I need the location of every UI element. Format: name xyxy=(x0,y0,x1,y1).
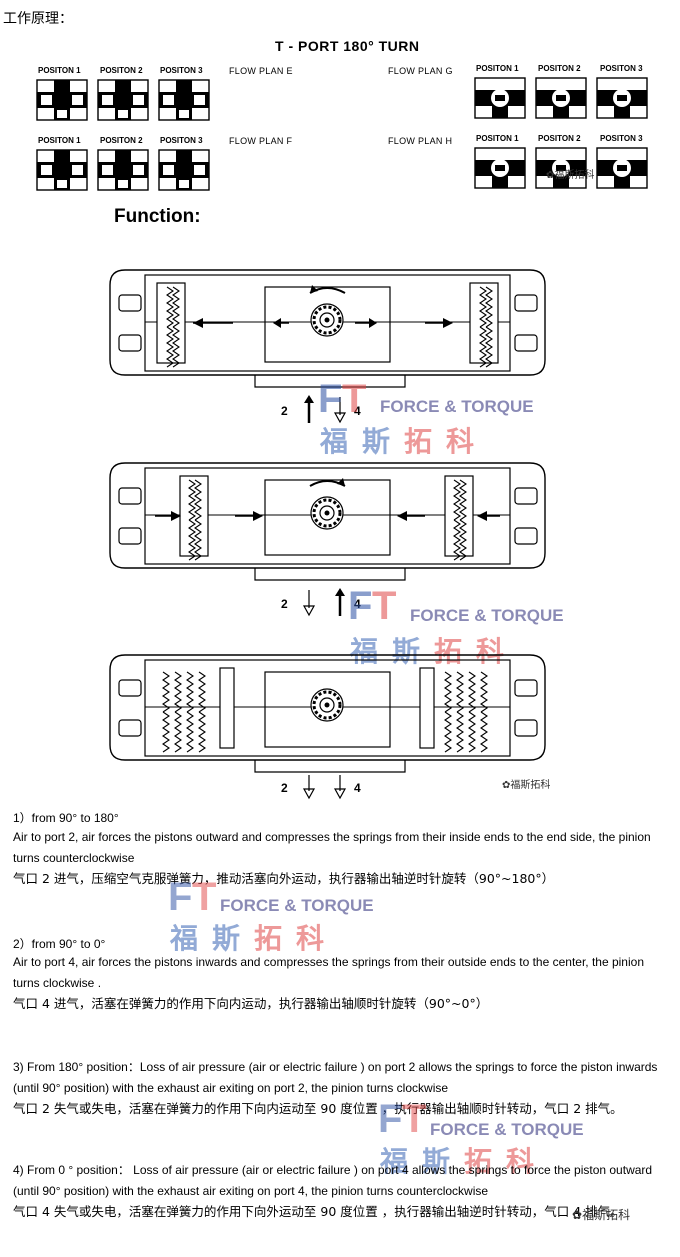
paragraph-english: 3) From 180° position：Loss of air pressu… xyxy=(13,1060,658,1095)
position-label: POSITON 2 xyxy=(100,66,143,75)
port-label-4: 4 xyxy=(354,781,361,795)
valve-symbol xyxy=(596,77,648,119)
wechat-watermark: ✿福斯拓科 xyxy=(572,1208,631,1222)
position-label: POSITON 2 xyxy=(100,136,143,145)
wechat-icon: ✿ xyxy=(572,1208,583,1222)
flow-plan-label: FLOW PLAN H xyxy=(388,136,453,146)
port-arrows xyxy=(302,775,347,800)
watermark-cn: 福斯拓科 xyxy=(350,635,519,668)
svg-text:F: F xyxy=(378,1098,402,1138)
wechat-watermark: ✿福斯拓科 xyxy=(502,780,551,791)
valve-symbol xyxy=(97,79,149,121)
svg-text:F: F xyxy=(318,378,342,418)
valve-symbol xyxy=(474,147,526,189)
valve-symbol xyxy=(535,77,587,119)
position-label: POSITON 2 xyxy=(538,134,581,143)
flow-plan-label: FLOW PLAN F xyxy=(229,136,293,146)
port-arrows xyxy=(302,588,345,617)
svg-text:F: F xyxy=(348,585,372,625)
watermark-cn: 福斯拓科 xyxy=(320,425,489,458)
position-label: POSITON 3 xyxy=(160,136,203,145)
flow-plan-label: FLOW PLAN E xyxy=(229,66,293,76)
port-arrows xyxy=(304,395,347,424)
wechat-icon: ✿ xyxy=(546,170,555,181)
paragraph-heading: 2）from 90° to 0° xyxy=(13,937,106,951)
flow-plan-label: FLOW PLAN G xyxy=(388,66,453,76)
valve-symbol xyxy=(36,149,88,191)
valve-symbol xyxy=(474,77,526,119)
section-heading: 工作原理： xyxy=(3,11,73,27)
position-label: POSITON 3 xyxy=(600,64,643,73)
function-heading: Function: xyxy=(114,206,201,227)
position-label: POSITON 1 xyxy=(476,134,519,143)
paragraph-english: Air to port 2, air forces the pistons ou… xyxy=(13,830,651,865)
position-label: POSITON 1 xyxy=(38,66,81,75)
port-label-2: 2 xyxy=(281,781,288,795)
valve-symbol xyxy=(97,149,149,191)
watermark-text: FORCE & TORQUE xyxy=(430,1120,584,1139)
position-label: POSITON 2 xyxy=(538,64,581,73)
watermark-cn: 福斯拓科 xyxy=(170,922,339,955)
svg-text:T: T xyxy=(372,585,396,625)
actuator-diagram-2 xyxy=(109,462,546,581)
port-label-2: 2 xyxy=(281,597,288,611)
paragraph-chinese: 气口 2 进气，压缩空气克服弹簧力，推动活塞向外运动，执行器输出轴逆时针旋转（9… xyxy=(13,871,555,886)
valve-symbol xyxy=(596,147,648,189)
svg-text:T: T xyxy=(192,876,216,916)
paragraph-english: Air to port 4, air forces the pistons in… xyxy=(13,955,644,990)
svg-text:F: F xyxy=(168,876,192,916)
actuator-diagram-1 xyxy=(109,269,546,388)
svg-text:T: T xyxy=(342,378,366,418)
paragraph-english: 4) From 0 ° position： Loss of air pressu… xyxy=(13,1163,653,1198)
position-label: POSITON 1 xyxy=(476,64,519,73)
port-label-2: 2 xyxy=(281,404,288,418)
wechat-watermark: ✿福斯拓科 xyxy=(546,170,595,181)
valve-symbol xyxy=(158,79,210,121)
paragraph-heading: 1）from 90° to 180° xyxy=(13,811,119,825)
actuator-diagram-3 xyxy=(109,654,546,773)
position-label: POSITON 3 xyxy=(160,66,203,75)
watermark-text: FORCE & TORQUE xyxy=(410,606,564,625)
port-label-4: 4 xyxy=(354,597,361,611)
watermark-text: FORCE & TORQUE xyxy=(380,397,534,416)
paragraph-chinese: 气口 4 进气，活塞在弹簧力的作用下向内运动，执行器输出轴顺时针旋转（90°~0… xyxy=(13,996,489,1011)
watermark-cn: 福斯拓科 xyxy=(380,1145,549,1178)
paragraph-chinese: 气口 2 失气或失电，活塞在弹簧力的作用下向内运动至 90 度位置 ，执行器输出… xyxy=(13,1101,623,1116)
port-label-4: 4 xyxy=(354,404,361,418)
diagram-title: T - PORT 180° TURN xyxy=(275,38,420,54)
watermark-text: FORCE & TORQUE xyxy=(220,896,374,915)
paragraph-chinese: 气口 4 失气或失电，活塞在弹簧力的作用下向外运动至 90 度位置 ，执行器输出… xyxy=(13,1204,623,1219)
svg-text:T: T xyxy=(402,1098,426,1138)
position-label: POSITON 1 xyxy=(38,136,81,145)
valve-symbol xyxy=(158,149,210,191)
wechat-icon: ✿ xyxy=(502,780,511,791)
valve-symbol xyxy=(36,79,88,121)
position-label: POSITON 3 xyxy=(600,134,643,143)
